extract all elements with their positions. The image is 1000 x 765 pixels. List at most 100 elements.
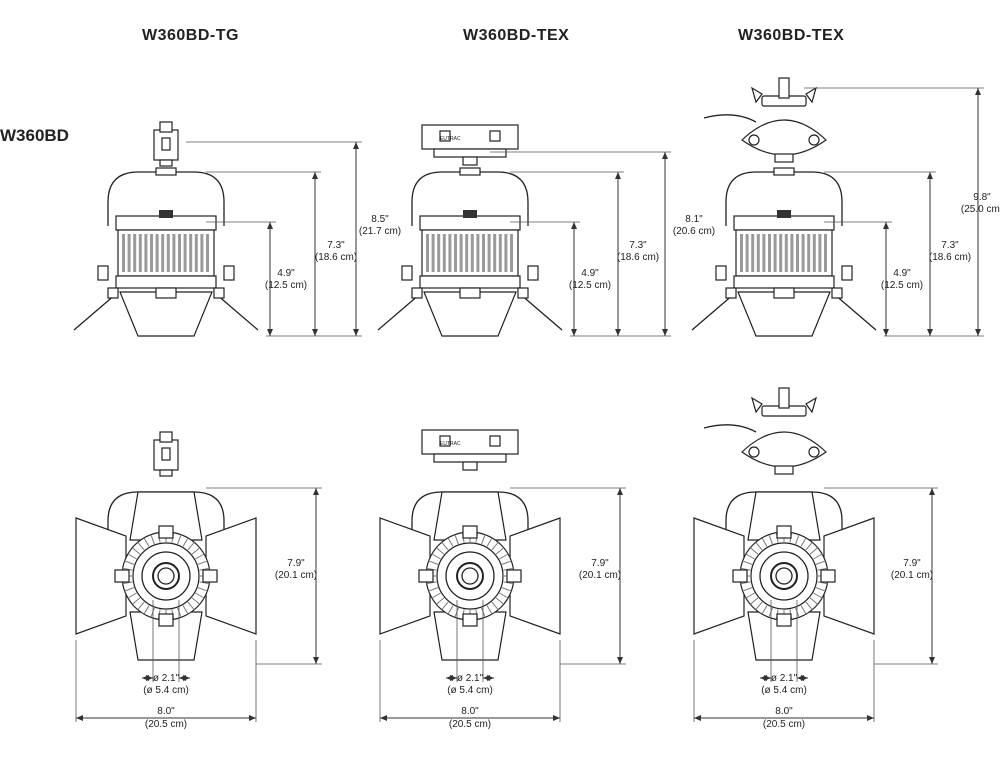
barn-door-right: [519, 293, 563, 331]
wing-left: [751, 396, 763, 414]
arrow-head: [801, 675, 808, 681]
arrow-head: [76, 715, 83, 721]
body-top-plate: [419, 215, 521, 231]
ring-tooth: [813, 592, 823, 599]
ring-tooth: [809, 597, 819, 605]
arrow-head: [662, 152, 668, 159]
yoke-knob-right: [841, 265, 853, 281]
wing-left: [751, 86, 763, 104]
ring-tooth: [749, 547, 759, 555]
arrow-head: [380, 715, 387, 721]
fin: [172, 234, 176, 272]
ring-tooth: [809, 547, 819, 555]
track-adapter-contact: [489, 130, 501, 142]
lens-housing: [141, 551, 191, 601]
ring-tooth: [805, 541, 813, 551]
side-dim-overall-3-label-cm: (25.0 cm): [961, 204, 1000, 215]
side-dim-yoke-2-label-in: 7.3": [629, 240, 647, 251]
front-dim-height-3-label-in: 7.9": [903, 558, 921, 569]
ring-tooth: [127, 553, 137, 560]
barn-door-left: [377, 293, 421, 331]
fin: [493, 234, 497, 272]
fin: [426, 234, 429, 272]
fin: [194, 234, 198, 272]
ring-tooth: [501, 560, 512, 565]
front-dim-height-1-label-in: 7.9": [287, 558, 305, 569]
width-dim-in-3: 8.0": [775, 706, 793, 717]
lens-core: [157, 567, 175, 585]
fin: [122, 234, 125, 272]
ring-tooth: [499, 592, 509, 599]
side-dim-overall-3: [975, 88, 981, 336]
ring-tooth: [426, 581, 437, 585]
door-clip: [462, 613, 478, 627]
fin: [183, 234, 187, 272]
track-adapter-body: [421, 429, 519, 455]
lens-core: [461, 567, 479, 585]
lens-dim-cm-2: (ø 5.4 cm): [447, 685, 493, 696]
width-dim-cm-2: (20.5 cm): [449, 719, 491, 730]
track-adapter-base: [433, 453, 507, 463]
track-adapter: [421, 124, 519, 166]
ring-tooth: [495, 597, 505, 605]
lens-housing: [759, 551, 809, 601]
front-dim-height-1: [313, 488, 319, 664]
side-dim-yoke-2-label-cm: (18.6 cm): [617, 252, 659, 263]
top-switch: [159, 210, 173, 218]
barn-door-left: [379, 517, 431, 635]
arrow-head: [183, 675, 190, 681]
arrow-head: [267, 329, 273, 336]
side-dim-body-3-label-in: 4.9": [893, 268, 911, 279]
yoke-knob-right: [527, 265, 539, 281]
fin: [150, 234, 153, 272]
door-clip: [418, 569, 434, 583]
ring-tooth: [749, 597, 759, 605]
arrow-head: [617, 657, 623, 664]
ring-tooth: [800, 605, 807, 615]
ring-tooth: [761, 537, 768, 547]
barn-door-right: [509, 517, 561, 635]
barn-door-top: [129, 491, 203, 541]
arrow-head: [615, 329, 621, 336]
track-adapter-stem: [462, 156, 478, 166]
arrow-head: [615, 172, 621, 179]
wing-right: [805, 396, 817, 414]
row-label-w360bd: W360BD: [0, 126, 69, 145]
ring-tooth: [428, 560, 439, 565]
ring-tooth: [795, 534, 800, 545]
fin: [189, 234, 193, 272]
nose-cone: [119, 291, 213, 337]
fin: [178, 234, 181, 272]
track-adapter-label: EUTRAC: [440, 441, 461, 447]
lens-dim-cm-1: (ø 5.4 cm): [143, 685, 189, 696]
nose-cone: [737, 291, 831, 337]
arrow-head: [553, 715, 560, 721]
side-dim-overall-1-label-cm: (21.7 cm): [359, 226, 401, 237]
fin: [133, 234, 137, 272]
side-dim-overall-2-label-in: 8.1": [685, 214, 703, 225]
ring-tooth: [499, 553, 509, 560]
lens-dim-left-1: [142, 675, 153, 681]
track-adapter-label: EUTRAC: [440, 136, 461, 142]
fin: [161, 234, 165, 272]
lens-core: [775, 567, 793, 585]
arrow-head: [975, 88, 981, 95]
ring-tooth: [503, 567, 514, 571]
arrow-head: [353, 329, 359, 336]
side-dim-yoke-1: [312, 172, 318, 336]
ring-tooth: [761, 605, 768, 615]
fin: [790, 234, 794, 272]
door-clip: [462, 525, 478, 539]
arrow-head: [929, 488, 935, 495]
ring-tooth: [124, 560, 135, 565]
adapter-pin: [159, 121, 173, 133]
door-clip: [158, 525, 174, 539]
fin: [762, 234, 766, 272]
lens: [456, 562, 484, 590]
side-dim-body-1-label-in: 4.9": [277, 268, 295, 279]
arrow-head: [975, 329, 981, 336]
track-adapter-contact: [439, 130, 451, 142]
track-adapter-contact: [489, 435, 501, 447]
front-dim-height-2-label-cm: (20.1 cm): [579, 570, 621, 581]
ring-tooth: [800, 537, 807, 547]
